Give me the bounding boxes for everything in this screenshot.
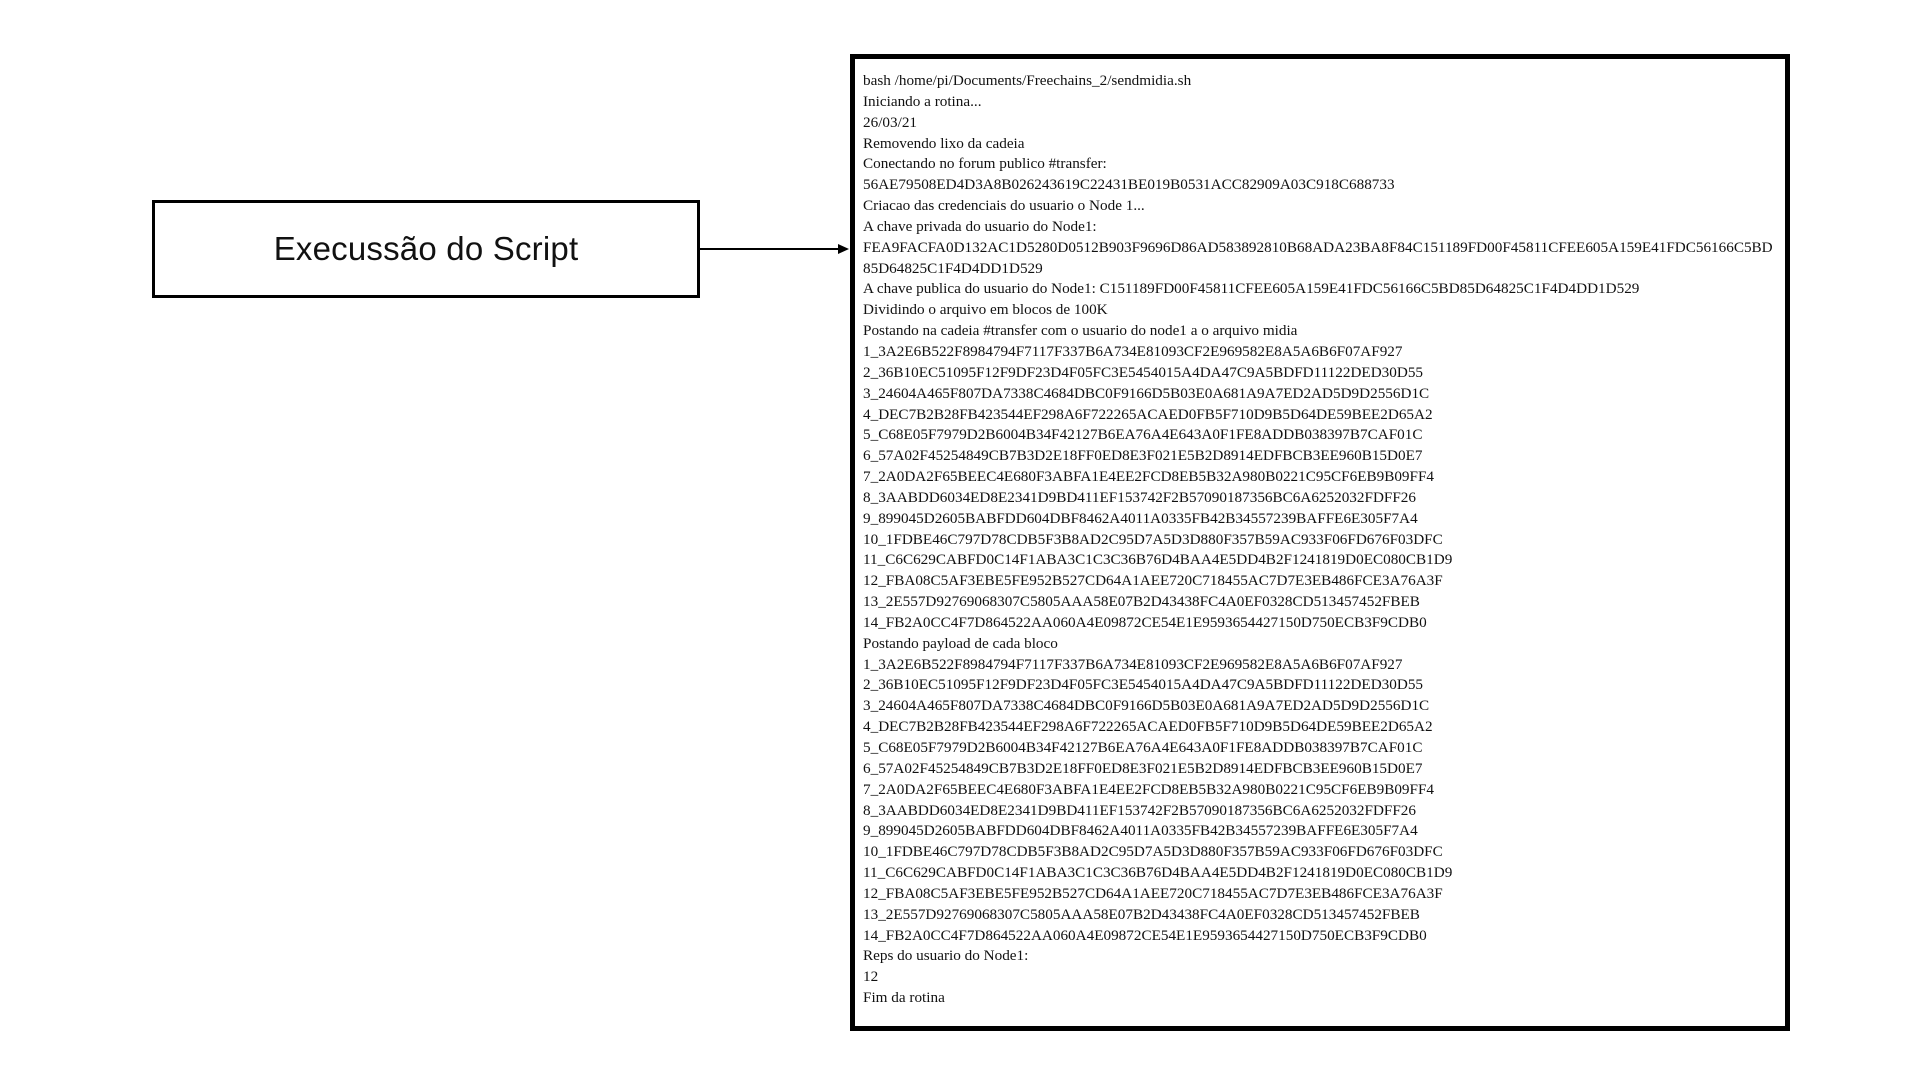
terminal-line: 7_2A0DA2F65BEEC4E680F3ABFA1E4EE2FCD8EB5B…	[863, 780, 1435, 798]
terminal-line: A chave publica do usuario do Node1: C15…	[863, 280, 1640, 298]
terminal-line: 9_899045D2605BABFDD604DBF8462A4011A0335F…	[863, 822, 1418, 840]
terminal-line: 9_899045D2605BABFDD604DBF8462A4011A0335F…	[863, 509, 1418, 527]
terminal-line: FEA9FACFA0D132AC1D5280D0512B903F9696D86A…	[863, 238, 1773, 256]
terminal-line: 11_C6C629CABFD0C14F1ABA3C1C3C36B76D4BAA4…	[863, 864, 1453, 882]
terminal-line: 12_FBA08C5AF3EBE5FE952B527CD64A1AEE720C7…	[863, 572, 1443, 590]
terminal-line: 10_1FDBE46C797D78CDB5F3B8AD2C95D7A5D3D88…	[863, 530, 1443, 548]
terminal-line: 56AE79508ED4D3A8B026243619C22431BE019B05…	[863, 176, 1395, 194]
terminal-line: 12_FBA08C5AF3EBE5FE952B527CD64A1AEE720C7…	[863, 884, 1443, 902]
terminal-output-lines: bash /home/pi/Documents/Freechains_2/sen…	[863, 71, 1775, 1009]
terminal-line: 8_3AABDD6034ED8E2341D9BD411EF153742F2B57…	[863, 488, 1416, 506]
terminal-line: 14_FB2A0CC4F7D864522AA060A4E09872CE54E1E…	[863, 613, 1427, 631]
terminal-line: 4_DEC7B2B28FB423544EF298A6F722265ACAED0F…	[863, 405, 1433, 423]
script-execution-label-box: Execussão do Script	[152, 200, 700, 298]
terminal-line: 2_36B10EC51095F12F9DF23D4F05FC3E5454015A…	[863, 676, 1424, 694]
terminal-line: Postando na cadeia #transfer com o usuar…	[863, 322, 1298, 340]
terminal-line: Criacao das credenciais do usuario o Nod…	[863, 197, 1145, 215]
terminal-line: Conectando no forum publico #transfer:	[863, 155, 1107, 173]
terminal-line: 10_1FDBE46C797D78CDB5F3B8AD2C95D7A5D3D88…	[863, 843, 1443, 861]
terminal-line: 1_3A2E6B522F8984794F7117F337B6A734E81093…	[863, 342, 1403, 360]
terminal-line: 3_24604A465F807DA7338C4684DBC0F9166D5B03…	[863, 697, 1430, 715]
terminal-line: Removendo lixo da cadeia	[863, 134, 1025, 152]
terminal-line: 13_2E557D92769068307C5805AAA58E07B2D4343…	[863, 593, 1420, 611]
script-execution-label: Execussão do Script	[273, 230, 579, 267]
terminal-line: A chave privada do usuario do Node1:	[863, 217, 1097, 235]
terminal-line: Fim da rotina	[863, 989, 945, 1007]
terminal-line: 4_DEC7B2B28FB423544EF298A6F722265ACAED0F…	[863, 718, 1433, 736]
terminal-line: 6_57A02F45254849CB7B3D2E18FF0ED8E3F021E5…	[863, 447, 1423, 465]
terminal-line: 8_3AABDD6034ED8E2341D9BD411EF153742F2B57…	[863, 801, 1416, 819]
terminal-line: 26/03/21	[863, 113, 918, 131]
arrow-connector	[700, 244, 849, 254]
terminal-line: 12	[863, 968, 879, 986]
arrow-head	[838, 244, 849, 254]
terminal-line: 3_24604A465F807DA7338C4684DBC0F9166D5B03…	[863, 384, 1430, 402]
terminal-line: bash /home/pi/Documents/Freechains_2/sen…	[863, 72, 1192, 89]
terminal-line: 13_2E557D92769068307C5805AAA58E07B2D4343…	[863, 905, 1420, 923]
terminal-line: 5_C68E05F7979D2B6004B34F42127B6EA76A4E64…	[863, 426, 1423, 444]
terminal-output-panel: bash /home/pi/Documents/Freechains_2/sen…	[850, 54, 1790, 1031]
terminal-line: 11_C6C629CABFD0C14F1ABA3C1C3C36B76D4BAA4…	[863, 551, 1453, 569]
terminal-line: Postando payload de cada bloco	[863, 634, 1058, 652]
terminal-line: Iniciando a rotina...	[863, 92, 982, 110]
terminal-line: 1_3A2E6B522F8984794F7117F337B6A734E81093…	[863, 655, 1403, 673]
terminal-line: 85D64825C1F4D4DD1D529	[863, 259, 1043, 277]
terminal-line: 14_FB2A0CC4F7D864522AA060A4E09872CE54E1E…	[863, 926, 1427, 944]
terminal-line: 5_C68E05F7979D2B6004B34F42127B6EA76A4E64…	[863, 739, 1423, 756]
terminal-line: 7_2A0DA2F65BEEC4E680F3ABFA1E4EE2FCD8EB5B…	[863, 468, 1435, 486]
terminal-line: 2_36B10EC51095F12F9DF23D4F05FC3E5454015A…	[863, 363, 1424, 381]
terminal-line: 6_57A02F45254849CB7B3D2E18FF0ED8E3F021E5…	[863, 759, 1423, 777]
terminal-line: Dividindo o arquivo em blocos de 100K	[863, 301, 1108, 319]
terminal-line: Reps do usuario do Node1:	[863, 947, 1029, 965]
